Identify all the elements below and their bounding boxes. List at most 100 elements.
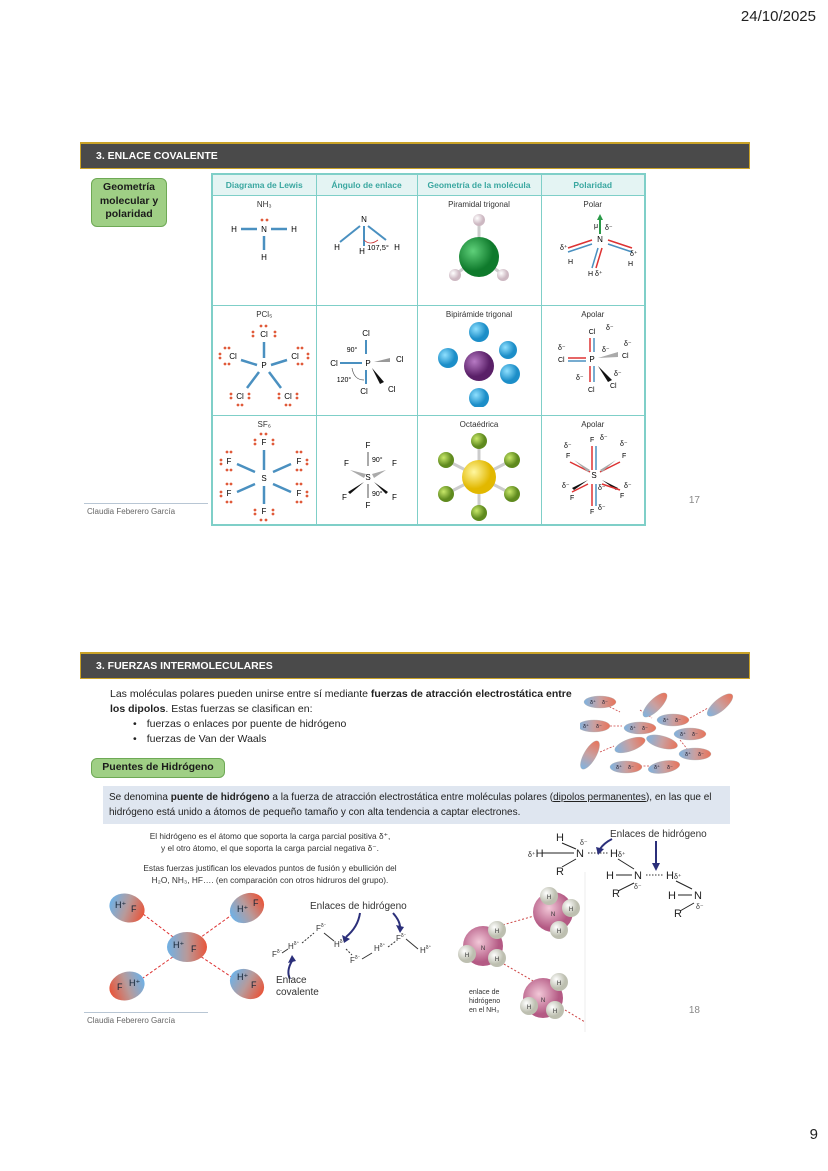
footer-author: Claudia Feberero García [87, 1016, 176, 1025]
svg-text:Cl: Cl [362, 329, 370, 338]
svg-text:en el NH₃: en el NH₃ [469, 1007, 499, 1014]
svg-text:δ⁻: δ⁻ [642, 726, 648, 732]
svg-text:Fδ⁻: Fδ⁻ [396, 933, 407, 943]
svg-text:F: F [590, 437, 594, 444]
svg-text:Enlace: Enlace [276, 975, 307, 986]
svg-text:H: H [606, 870, 614, 882]
molecule-formula: PCl₅ [256, 309, 273, 319]
dipole-molecules-illustration: δ⁺δ⁻ δ⁺δ⁻ δ⁺δ⁻ δ⁺δ⁻ δ⁺δ⁻ δ⁺δ⁻ δ⁺δ⁻ δ⁺δ⁻ [580, 692, 733, 774]
table-row: NH₃ N H H H N [211, 194, 646, 306]
svg-text:F: F [620, 493, 624, 500]
geometry-table: Diagrama de Lewis Ángulo de enlace Geome… [211, 173, 646, 526]
intro-paragraph: Las moléculas polares pueden unirse entr… [110, 687, 580, 747]
svg-text:H: H [261, 253, 267, 262]
svg-text:H: H [495, 929, 499, 935]
svg-text:F: F [342, 493, 347, 502]
column-header-geometry: Geometría de la molécula [416, 173, 542, 196]
svg-text:δ⁻: δ⁻ [675, 718, 681, 724]
molecule-model-pcl5 [438, 321, 520, 407]
svg-text:N: N [541, 998, 545, 1004]
bond-angle-nh3: N H H 107,5° H [334, 215, 400, 256]
page-date: 24/10/2025 [740, 8, 816, 25]
svg-text:Cl: Cl [622, 353, 629, 360]
molecule-model-nh3 [449, 213, 509, 281]
force-types-list: fuerzas o enlaces por puente de hidrógen… [133, 717, 580, 747]
svg-text:δ⁻: δ⁻ [620, 441, 628, 448]
svg-text:covalente: covalente [276, 987, 319, 998]
svg-text:R: R [674, 908, 682, 920]
svg-text:δ⁻: δ⁻ [692, 732, 698, 738]
list-item: fuerzas o enlaces por puente de hidrógen… [133, 717, 580, 732]
svg-text:H⁺: H⁺ [237, 904, 248, 914]
svg-text:H: H [291, 225, 297, 234]
svg-text:δ⁺: δ⁺ [685, 751, 691, 758]
svg-text:δ⁺H: δ⁺H [528, 848, 544, 860]
svg-text:N: N [597, 235, 603, 244]
svg-text:δ⁻: δ⁻ [602, 347, 610, 354]
polarity-value: Apolar [581, 419, 605, 429]
note-partial-charges: El hidrógeno es el átomo que soporta la … [149, 831, 391, 853]
svg-text:F: F [226, 457, 231, 466]
svg-text:90°: 90° [372, 490, 383, 498]
definition-box: Se denomina puente de hidrógeno a la fue… [103, 786, 730, 824]
svg-text:δ⁺: δ⁺ [630, 250, 638, 258]
svg-text:δ⁻: δ⁻ [614, 371, 622, 378]
svg-text:F: F [191, 944, 197, 954]
svg-text:δ⁻: δ⁻ [596, 724, 602, 730]
table-row: SF₆ F F F S F [211, 414, 646, 526]
svg-text:N: N [261, 225, 267, 234]
slide-number: 18 [688, 1005, 700, 1016]
svg-text:H: H [557, 929, 561, 935]
svg-text:δ⁻: δ⁻ [564, 443, 572, 450]
svg-text:120°: 120° [336, 376, 351, 384]
svg-text:N: N [551, 912, 555, 918]
svg-text:H⁺: H⁺ [237, 972, 248, 982]
geometry-cell: Piramidal trigonal [416, 194, 542, 306]
svg-text:F: F [570, 495, 574, 502]
svg-text:Cl: Cl [588, 329, 595, 336]
svg-text:S: S [365, 473, 370, 482]
svg-text:δ⁻: δ⁻ [580, 840, 588, 847]
svg-text:Hδ⁺: Hδ⁺ [334, 939, 346, 949]
svg-text:δ⁻: δ⁻ [667, 765, 673, 771]
page-number: 9 [809, 1126, 818, 1143]
svg-text:Cl: Cl [558, 357, 565, 364]
polarity-value: Apolar [581, 309, 605, 319]
svg-text:H⁺: H⁺ [115, 900, 126, 910]
svg-text:Hδ⁺: Hδ⁺ [374, 943, 386, 953]
lewis-diagram-pcl5: Cl Cl Cl P Cl Cl [218, 324, 310, 406]
lewis-cell: PCl₅ Cl Cl Cl P [211, 304, 317, 416]
molecule-model-sf6 [438, 432, 520, 521]
svg-text:F: F [590, 509, 594, 516]
svg-text:H: H [547, 895, 551, 901]
note-boiling-points: Estas fuerzas justifican los elevados pu… [143, 863, 397, 885]
svg-text:δ⁺: δ⁺ [630, 725, 636, 732]
svg-text:R: R [556, 866, 564, 878]
svg-text:Cl: Cl [330, 359, 338, 368]
intro-bold: fuerzas de atracción electrostática entr… [110, 688, 572, 715]
svg-text:δ⁺: δ⁺ [654, 764, 660, 771]
svg-text:δ⁻: δ⁻ [598, 505, 606, 512]
svg-text:δ⁻: δ⁻ [562, 483, 570, 490]
hf-chain-diagram: Enlaces de hidrógeno Fδ⁻ Hδ⁺ Fδ⁻ Hδ⁺ Fδ⁻… [272, 901, 432, 998]
svg-text:F: F [226, 489, 231, 498]
svg-text:H: H [495, 957, 499, 963]
svg-text:H: H [231, 225, 237, 234]
svg-text:δ⁻: δ⁻ [624, 341, 632, 348]
svg-text:Cl: Cl [396, 355, 404, 364]
svg-text:90°: 90° [346, 346, 357, 354]
polarity-value: Polar [583, 199, 603, 209]
svg-text:N: N [694, 890, 702, 902]
svg-text:P: P [365, 359, 370, 368]
svg-text:δ⁻: δ⁻ [628, 765, 634, 771]
svg-text:N: N [634, 870, 642, 882]
svg-text:δ⁻: δ⁻ [634, 884, 642, 891]
svg-text:H: H [557, 981, 561, 987]
slide-header: 3. FUERZAS INTERMOLECULARES [80, 652, 750, 679]
lewis-cell: NH₃ N H H H [211, 194, 317, 306]
